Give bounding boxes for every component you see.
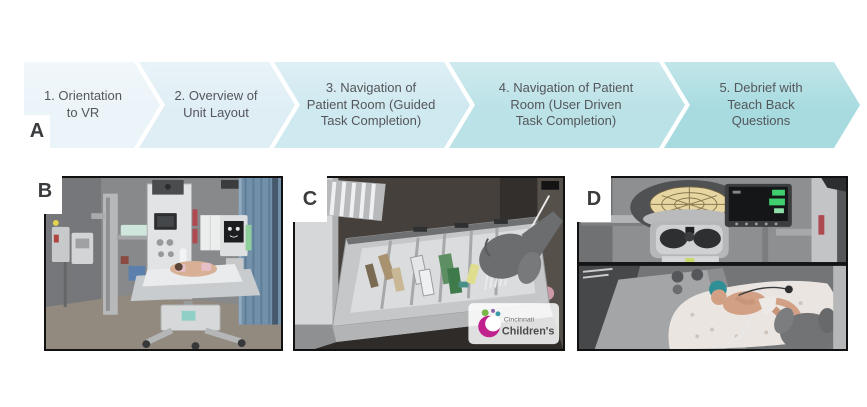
vr-warmer-infant-image [579,178,846,349]
radiant-warmer-bed [130,261,261,349]
drawer-supplies [364,253,509,297]
flow-step-2: 2. Overview of Unit Layout [139,62,295,148]
frame-divider [579,262,846,266]
vr-supply-drawer-image: Cincinnati Children's [295,178,563,349]
shelf [116,234,155,240]
vr-session-workflow: 1. Orientation to VR 2. Overview of Unit… [0,0,867,160]
yellow-vial [466,263,480,285]
flow-step-4: 4. Navigation of Patient Room (User Driv… [449,62,685,148]
watermark-small-text: Cincinnati [504,317,535,324]
towel-and-camera-unit [200,215,252,271]
monitor-lead [784,285,793,294]
linen-bundle [120,224,149,236]
flow-step-5: 5. Debrief with Teach Back Questions [664,62,860,148]
vr-hand [479,195,563,284]
panel-label-b: B [28,168,62,214]
cincinnati-childrens-logo: Cincinnati Children's [468,303,560,345]
vr-patient-room-image [46,178,281,349]
panel-b-vr-patient-room: B [28,168,283,351]
panel-d-vr-warmer-infant: D [577,176,848,351]
panel-label-d: D [577,176,611,222]
vr-hand-d [774,307,837,349]
infant-head [711,289,727,306]
panel-label-c: C [293,176,327,222]
warmer-heat-lamp [630,179,749,264]
patient-monitor [724,183,792,264]
watermark-large-text: Children's [502,325,555,337]
flow-step-3: 3. Navigation of Patient Room (Guided Ta… [274,62,470,148]
panel-label-a: A [24,115,50,148]
panel-c-vr-supply-drawer: C [293,176,565,351]
wall-rail [91,193,118,315]
wall-devices [51,220,94,307]
